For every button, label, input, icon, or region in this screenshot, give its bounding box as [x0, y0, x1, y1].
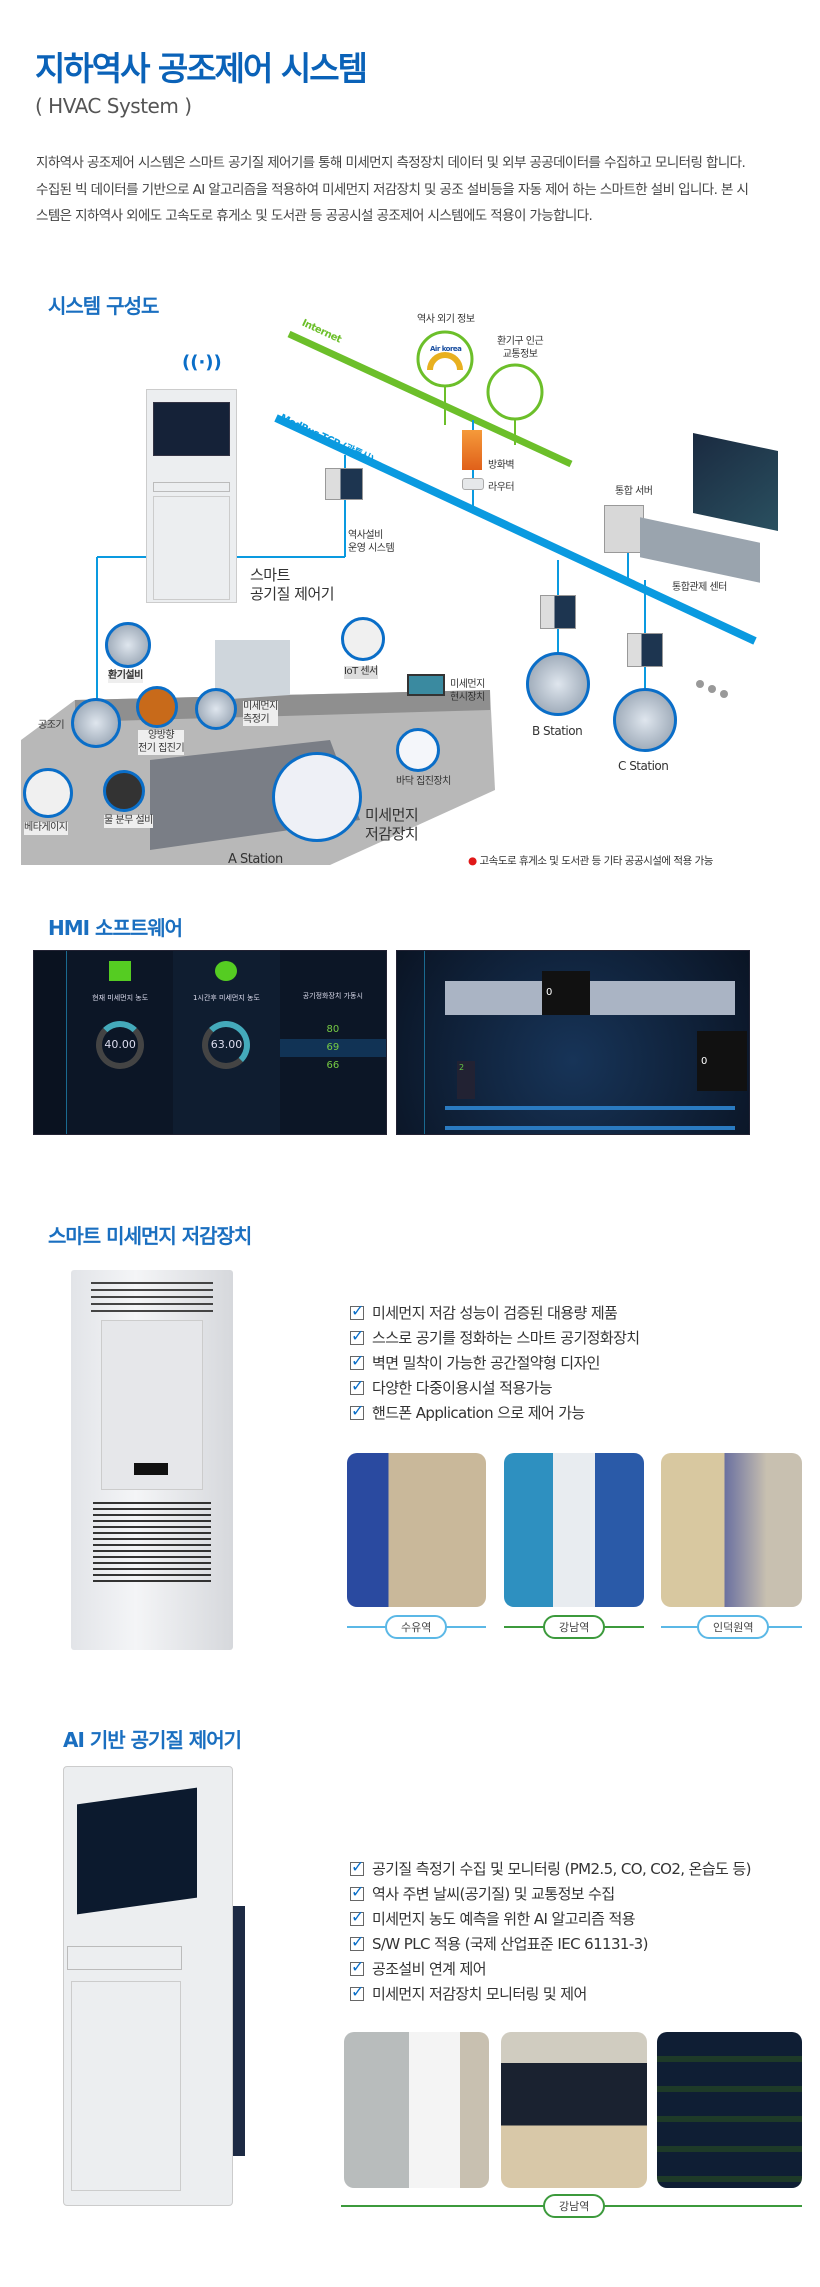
water-spray-label: 물 분무 설비 [104, 815, 153, 828]
feature-item: 다양한 다중이용시설 적용가능 [350, 1376, 639, 1402]
display-icon [407, 674, 445, 696]
b-station-label: B Station [532, 724, 583, 738]
note: ● 고속도로 휴게소 및 도서관 등 기타 공공시설에 적용 가능 [468, 855, 713, 867]
reducer-circle [272, 752, 362, 842]
c-station-circle [613, 688, 677, 752]
checkbox-icon [350, 1982, 364, 2001]
checkbox-icon [350, 1301, 364, 1320]
ahu-circle [71, 698, 121, 748]
checkbox-icon [350, 1907, 364, 1926]
a-station-label: A Station [228, 852, 283, 867]
ai-title: AI 기반 공기질 제어기 [63, 1728, 242, 1752]
server-icon [604, 505, 644, 553]
beta-gauge-label: 베타게이지 [24, 822, 68, 835]
control-center-label: 통합관제 센터 [672, 582, 727, 593]
internet-line [287, 330, 573, 468]
reducer-title: 스마트 미세먼지 저감장치 [48, 1224, 252, 1248]
page-title: 지하역사 공조제어 시스템 [35, 49, 368, 88]
site-label-gangnam-ai: 강남역 [543, 2194, 606, 2218]
feature-item: 스스로 공기를 정화하는 스마트 공기정화장치 [350, 1326, 640, 1352]
c-station-pc [627, 633, 663, 667]
page-subtitle: ( HVAC System ) [35, 94, 192, 118]
install-photo-2 [501, 2032, 647, 2188]
site-label-suyu: 수유역 [385, 1615, 448, 1639]
collector-circle [136, 686, 178, 728]
b-station-circle [526, 652, 590, 716]
diagram-title: 시스템 구성도 [48, 294, 159, 318]
checkbox-icon [350, 1957, 364, 1976]
wifi-icon: ((·)) [182, 352, 222, 373]
feature-item: 핸드폰 Application 으로 제어 가능 [350, 1401, 639, 1427]
ahu-label: 공조기 [38, 720, 65, 731]
water-spray-circle [103, 770, 145, 812]
modbus-line [274, 414, 757, 645]
site-photo-suyu [347, 1453, 486, 1607]
feature-item: 공기질 측정기 수집 및 모니터링 (PM2.5, CO, CO2, 온습도 등… [350, 1857, 751, 1883]
site-label-indeogwon: 인덕원역 [697, 1615, 770, 1639]
b-station-pc [540, 595, 576, 629]
firewall-icon [462, 430, 482, 470]
iot-circle [341, 617, 385, 661]
floor-collector-label: 바닥 집진장치 [396, 776, 451, 787]
ventilation-circle [105, 622, 151, 668]
ops-pc-icon [325, 468, 363, 500]
install-photo-1 [344, 2032, 489, 2188]
install-photo-3 [657, 2032, 802, 2188]
more-dots [696, 680, 704, 688]
checkbox-icon [350, 1401, 364, 1420]
site-photo-indeogwon [661, 1453, 802, 1607]
checkbox-icon [350, 1882, 364, 1901]
hmi-title: HMI 소프트웨어 [48, 916, 183, 940]
firewall-label: 방화벽 [488, 460, 515, 471]
checkbox-icon [350, 1857, 364, 1876]
controller-device [146, 389, 237, 603]
floor-collector-circle [396, 728, 440, 772]
router-label: 라우터 [488, 482, 515, 493]
ai-controller-image [63, 1766, 245, 2216]
router-icon [462, 478, 484, 490]
iot-label: IoT 센서 [344, 666, 378, 679]
site-photo-gangnam [504, 1453, 644, 1607]
dust-meter-circle [195, 688, 237, 730]
feature-item: 역사 주변 날씨(공기질) 및 교통정보 수집 [350, 1882, 751, 1908]
reducer-features: 미세먼지 저감 성능이 검증된 대용량 제품 스스로 공기를 정화하는 스마트 … [350, 1301, 640, 1427]
site-label-gangnam: 강남역 [543, 1615, 606, 1639]
feature-item: 공조설비 연계 제어 [350, 1957, 751, 1983]
reducer-product-image [71, 1270, 233, 1650]
hmi-screen-map: 0 0 2 [396, 950, 750, 1135]
feature-item: 미세먼지 농도 예측을 위한 AI 알고리즘 적용 [350, 1907, 751, 1933]
checkbox-icon [350, 1326, 364, 1345]
airkorea-circle [416, 330, 474, 388]
beta-gauge-circle [23, 768, 73, 818]
airkorea-logo: Air korea [430, 345, 462, 353]
feature-item: S/W PLC 적용 (국제 산업표준 IEC 61131-3) [350, 1932, 751, 1958]
outdoor-info-label: 역사 외기 정보 [417, 314, 475, 325]
checkbox-icon [350, 1932, 364, 1951]
checkbox-icon [350, 1351, 364, 1370]
server-label: 통합 서버 [615, 486, 653, 497]
traffic-circle [486, 363, 544, 421]
feature-item: 미세먼지 저감 성능이 검증된 대용량 제품 [350, 1301, 639, 1327]
feature-item: 벽면 밀착이 가능한 공간절약형 디자인 [350, 1351, 639, 1377]
ai-features: 공기질 측정기 수집 및 모니터링 (PM2.5, CO, CO2, 온습도 등… [350, 1857, 751, 2008]
ventilation-label: 환기설비 [108, 670, 143, 683]
description: 지하역사 공조제어 시스템은 스마트 공기질 제어기를 통해 미세먼지 측정장치… [36, 155, 749, 224]
c-station-label: C Station [618, 759, 669, 773]
checkbox-icon [350, 1376, 364, 1395]
feature-item: 미세먼지 저감장치 모니터링 및 제어 [350, 1982, 751, 2008]
